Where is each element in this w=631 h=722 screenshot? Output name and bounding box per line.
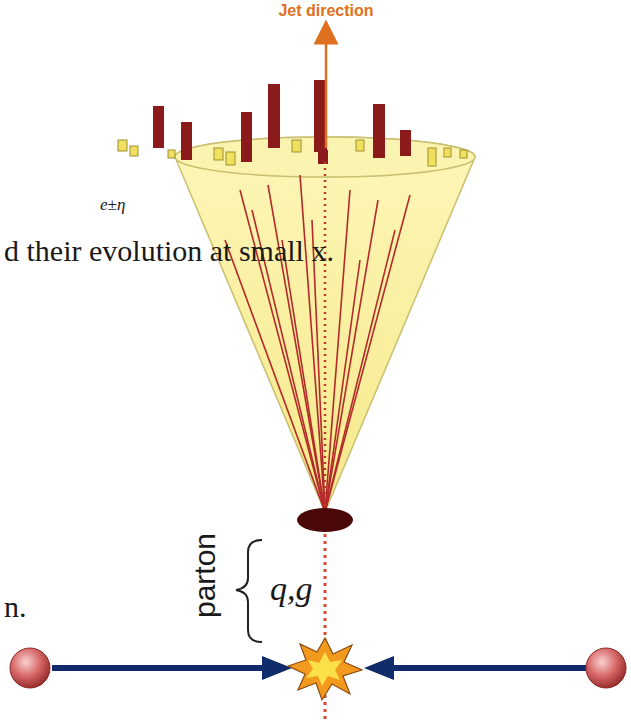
formula-fragment: e±η — [100, 196, 125, 215]
direction-label: Jet direction — [278, 2, 373, 20]
jet-axis — [324, 162, 327, 512]
beam-arrow-right — [388, 665, 586, 671]
particle-tracks — [225, 175, 410, 512]
proton-right — [586, 648, 626, 688]
slide-text-fragment: d their evolution at small x. — [4, 234, 334, 267]
collision-core — [306, 652, 342, 686]
beam-arrowhead-right — [364, 656, 394, 680]
slide-text-fragment: n. — [4, 590, 27, 623]
jet-direction-arrow — [325, 32, 328, 148]
small-deposits — [118, 140, 467, 166]
beam-arrow-left — [52, 665, 268, 671]
beam-arrowhead-left — [262, 656, 292, 680]
hadronisation-blob — [297, 508, 353, 532]
collision-star — [288, 638, 362, 700]
calorimeter-towers — [153, 80, 411, 164]
proton-left — [10, 648, 50, 688]
parton-symbol: q,g — [270, 570, 313, 607]
brace — [236, 540, 262, 642]
jet-cone — [175, 137, 475, 512]
parton-label: parton — [188, 532, 221, 617]
